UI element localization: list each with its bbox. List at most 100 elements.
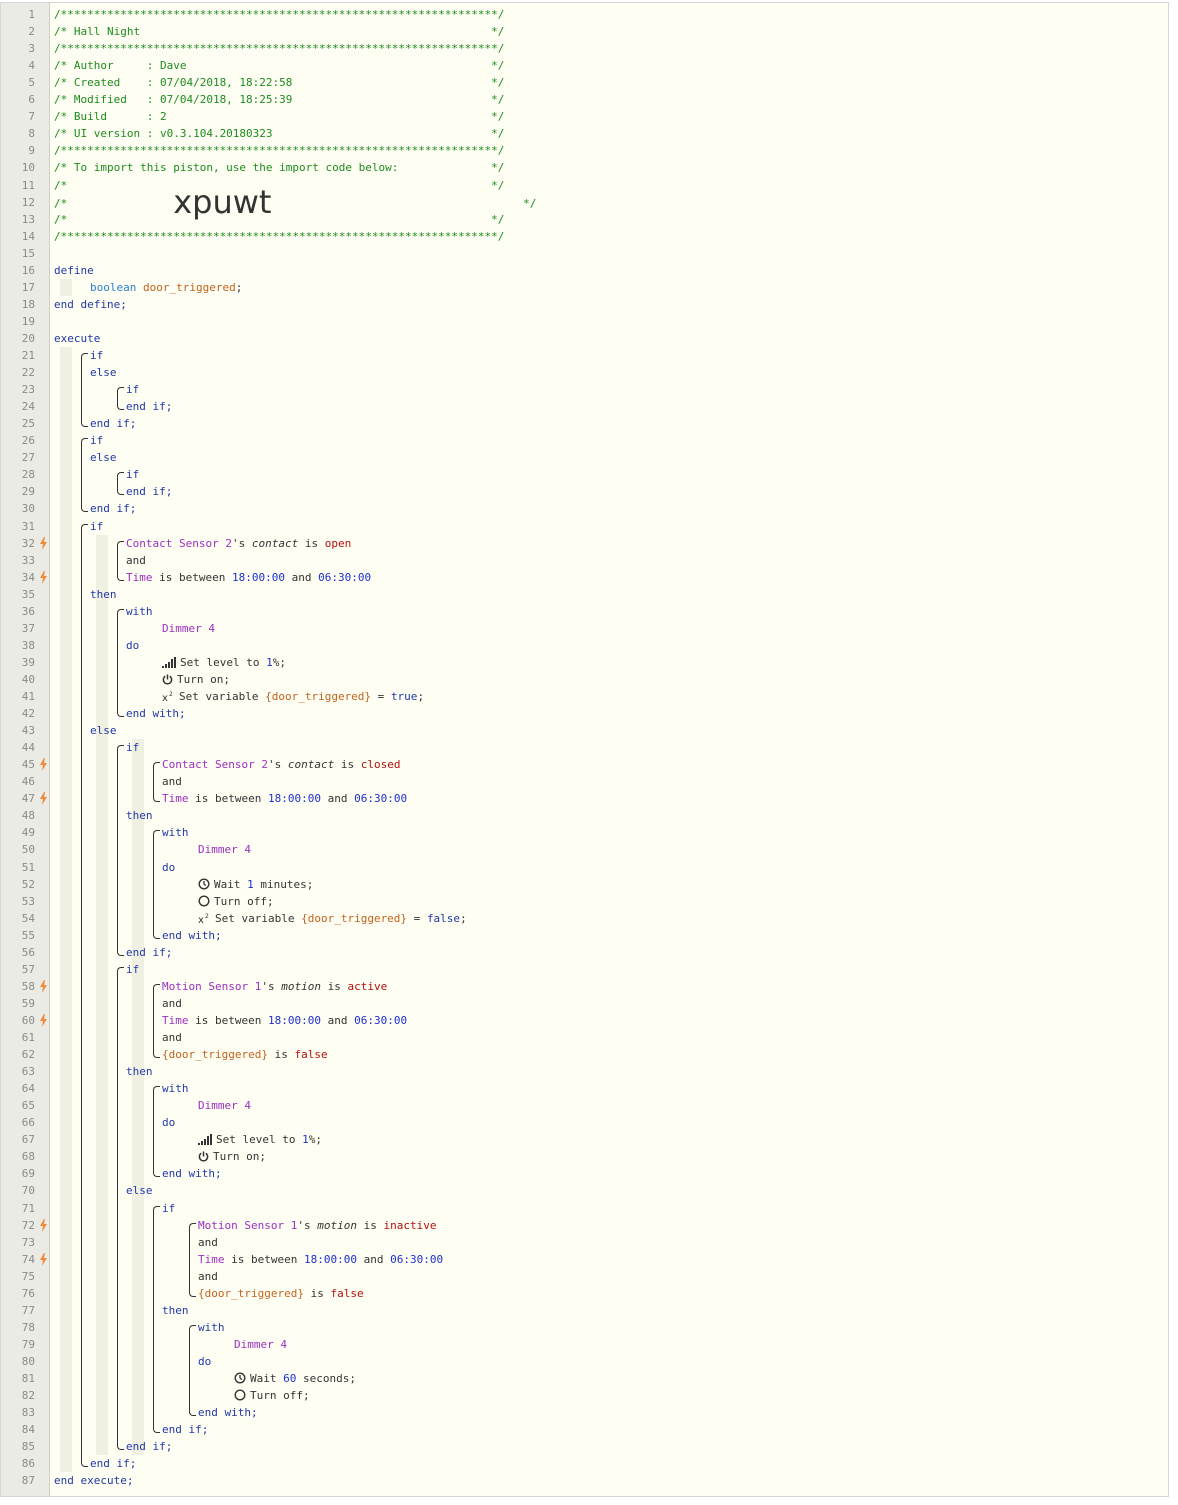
line-number: 28 <box>21 468 35 482</box>
block-bracket <box>189 1324 196 1417</box>
line-number: 3 <box>28 42 35 56</box>
code-token: Turn on; <box>213 1150 266 1164</box>
code-token: 06:30:00 <box>390 1252 444 1266</box>
line-number: 80 <box>21 1354 35 1368</box>
line-number: 1 <box>28 8 35 21</box>
indent-guide <box>96 534 108 1456</box>
line-number: 39 <box>21 655 35 669</box>
code-token: {door_triggered} <box>198 1286 304 1300</box>
code-token: then <box>126 1065 153 1079</box>
clock-icon <box>234 1372 246 1389</box>
code-line: Time is between 18:00:00 and 06:30:00 <box>162 790 407 807</box>
line-number: 45 <box>21 758 35 772</box>
svg-text:x: x <box>198 915 204 924</box>
code-token: Time <box>162 792 189 806</box>
code-line: Dimmer 4 <box>198 841 251 858</box>
code-line: /* */ <box>54 211 504 228</box>
line-number: 85 <box>21 1440 35 1454</box>
code-line: if <box>162 1200 175 1217</box>
code-line: Turn off; <box>234 1387 310 1404</box>
code-token: motion <box>317 1218 357 1232</box>
line-number: 2 <box>28 25 35 39</box>
trigger-bolt-icon <box>39 758 48 772</box>
code-line: with <box>162 1080 189 1097</box>
code-line: end if; <box>162 1421 208 1438</box>
code-line: boolean door_triggered; <box>90 279 242 296</box>
code-token: seconds; <box>296 1372 356 1385</box>
code-line: if <box>126 739 139 756</box>
line-number: 62 <box>21 1048 35 1062</box>
code-token: define <box>54 263 94 277</box>
code-token: end if; <box>162 1423 209 1437</box>
code-line: with <box>162 824 189 841</box>
code-token: 's <box>297 1218 318 1232</box>
line-number: 19 <box>21 314 35 328</box>
code-line: and <box>162 995 182 1012</box>
signal-level-icon <box>162 656 176 673</box>
code-token: true <box>390 690 418 703</box>
code-token: is <box>334 758 361 772</box>
code-token: /* <box>54 196 174 210</box>
code-line: end if; <box>90 1455 136 1472</box>
code-line: /* Hall Night */ <box>54 23 504 40</box>
line-number: 86 <box>21 1457 35 1471</box>
line-number: 27 <box>21 451 35 465</box>
line-number: 55 <box>21 928 35 942</box>
code-line: /***************************************… <box>54 40 504 57</box>
signal-level-icon <box>198 1133 212 1150</box>
code-line: Dimmer 4 <box>162 620 215 637</box>
line-number: 46 <box>21 775 35 789</box>
code-token: and <box>126 553 146 567</box>
code-token: Turn off; <box>214 894 274 908</box>
code-token: Dimmer 4 <box>198 843 251 857</box>
line-number: 14 <box>21 229 35 243</box>
code-token: end define; <box>54 297 127 311</box>
code-token: 1 <box>302 1133 309 1147</box>
code-line: Dimmer 4 <box>234 1336 287 1353</box>
line-number: 76 <box>21 1286 35 1300</box>
code-line: Contact Sensor 2's contact is open <box>126 535 351 552</box>
code-line: define <box>54 262 94 279</box>
line-number: 56 <box>21 945 35 959</box>
block-bracket <box>117 540 124 581</box>
line-number: 72 <box>21 1218 35 1232</box>
line-number: 17 <box>21 280 35 294</box>
code-token: 06:30:00 <box>318 570 372 584</box>
code-token: end if; <box>126 485 173 499</box>
code-line: Set level to 1%; <box>198 1131 322 1148</box>
line-number: 29 <box>21 485 35 499</box>
code-token: /***************************************… <box>54 8 505 21</box>
code-line: else <box>90 722 117 739</box>
code-line: Turn on; <box>198 1148 266 1165</box>
code-line: /* To import this piston, use the import… <box>54 159 504 176</box>
line-number: 37 <box>21 621 35 635</box>
line-number: 34 <box>21 570 35 584</box>
line-number: 26 <box>21 434 35 448</box>
code-token: /* Author : Dave */ <box>54 59 505 73</box>
line-number: 58 <box>21 979 35 993</box>
code-line: Motion Sensor 1's motion is inactive <box>198 1217 436 1234</box>
code-token: is between <box>188 792 268 806</box>
line-number: 38 <box>21 638 35 652</box>
code-token: {door_triggered} <box>162 1048 268 1062</box>
code-token: /* UI version : v0.3.104.20180323 */ <box>54 127 505 141</box>
code-token: 1 <box>247 877 254 891</box>
code-line: end if; <box>126 483 172 500</box>
block-bracket <box>117 745 124 956</box>
line-number: 36 <box>21 604 35 618</box>
code-line: then <box>90 586 117 603</box>
block-bracket <box>117 966 124 1451</box>
clock-icon <box>198 878 210 895</box>
code-token: 's <box>267 758 288 772</box>
code-line: Set level to 1%; <box>162 654 286 671</box>
code-line: end if; <box>126 944 172 961</box>
code-line: Turn on; <box>162 671 230 688</box>
line-number: 20 <box>21 331 35 345</box>
line-number: 10 <box>21 161 35 175</box>
code-token: with <box>162 826 189 840</box>
line-number: 23 <box>21 383 35 397</box>
code-token: and <box>356 1252 391 1266</box>
code-token: closed <box>360 758 401 772</box>
svg-text:x: x <box>162 693 168 702</box>
indent-guide <box>60 346 72 1473</box>
